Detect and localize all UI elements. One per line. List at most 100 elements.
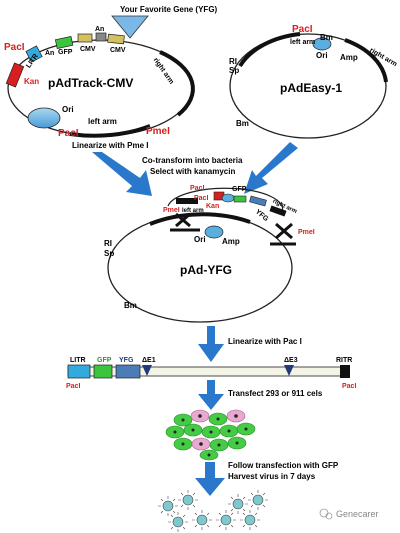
amp-label-3: Amp [222,237,240,246]
virus-particle [158,496,178,516]
an-label-1: An [45,50,54,57]
pme-i-right-label: PmeI [298,229,315,236]
ori-ellipse-2 [312,37,332,51]
plasmid2-right-arm [344,38,388,83]
watermark: Genecarer [319,508,379,520]
virus-particle [248,490,268,510]
left-arm-label-1: left arm [88,117,117,126]
virus-particle [178,490,198,510]
pac-i-label-2: PacI [292,24,313,35]
gfp-box1 [54,36,74,49]
litr-label: LITR [25,53,40,70]
sp-label-3: Sp [104,249,114,258]
bm-label-bottom: Bm [236,119,249,128]
ritr-label-linear: RITR [336,357,352,364]
step-select-kanamycin: Select with kanamycin [150,167,235,176]
plasmid3-top-arm [149,212,251,226]
watermark-text: Genecarer [336,509,379,519]
plasmid1-left-arm [69,124,151,138]
arrow-down-1 [198,326,224,362]
pac-i-linear-left: PacI [66,383,80,390]
pac-i-label-3b: PacI [194,195,208,202]
left-arm-label-2: left arm [290,39,315,46]
arrow-left-converge [92,152,152,196]
yfg-label-linear: YFG [119,357,134,364]
virus-particle [240,510,260,530]
litr-box [25,45,43,63]
insert-right-arm [269,205,287,217]
watermark-icon [319,508,329,518]
kan-label: Kan [24,77,39,86]
cell-cluster [165,409,256,461]
virus-particle [192,510,212,530]
ori-ellipse-1 [27,107,61,129]
step-transfect: Transfect 293 or 911 cels [228,389,323,398]
pac-i-linear-right: PacI [342,383,356,390]
bm-label-top: Bm [320,33,333,42]
an-box2 [95,32,107,42]
step-linearize-pme: Linearize with Pme I [72,141,148,150]
delta-e1-marker [142,365,152,376]
cell-nuclei [173,414,248,457]
right-arm-label-1: right arm [152,57,175,86]
step-follow-gfp: Follow transfection with GFP [228,461,339,470]
yfg-box-3 [249,195,267,207]
ri-label-3: RI [104,239,112,248]
cmv-box1 [77,33,93,43]
step-cotransform: Co-transform into bacteria [142,156,243,165]
insert-left-arm [176,198,198,204]
arrow-right-converge [244,142,298,194]
plasmid3-name: pAd-YFG [180,263,232,277]
amp-label-2: Amp [340,53,358,62]
gene-title: Your Favorite Gene (YFG) [120,5,218,14]
gfp-label-1: GFP [58,49,73,56]
plasmid1-name: pAdTrack-CMV [48,76,133,90]
gfp-label-3: GFP [232,186,247,193]
crossover-left [170,212,200,232]
kan-box [5,62,25,88]
litr-box-linear [67,364,91,379]
ritr-box-linear [340,365,350,378]
ori-label-1: Ori [62,105,74,114]
plasmid-padeasy-1: PacI left arm Bm RI Sp Ori Amp right arm… [229,24,398,139]
ori-small-3 [221,193,235,203]
ri-label-2: RI [229,57,237,66]
step-harvest-virus: Harvest virus in 7 days [228,472,316,481]
ori-label-3: Ori [194,235,206,244]
an-label-2: An [95,26,104,33]
ori-label-2: Ori [316,51,328,60]
pac-i-label-3a: PacI [190,185,204,192]
gfp-box-3 [233,195,247,203]
plasmid2-name: pAdEasy-1 [280,81,342,95]
cmv-label-1: CMV [80,46,96,53]
arrow-down-2 [198,380,224,410]
cmv-box2 [107,33,125,45]
delta-e3-marker [284,365,294,376]
cmv-label-2: CMV [110,47,126,54]
gfp-label-linear: GFP [97,357,112,364]
plasmid-pad-yfg: PmeI PacI PacI left arm Kan GFP YFG righ… [104,185,315,323]
gene-insert-wedge [111,15,149,39]
sp-label-2: Sp [229,66,239,75]
plasmid-padtrack-cmv: Your Favorite Gene (YFG) PacI LITR An GF… [4,5,218,150]
pac-i-bottom-label: PacI [58,128,79,139]
kan-label-3: Kan [206,203,219,210]
pme-i-left-label: PmeI [163,207,180,214]
plasmid2-circle [229,33,387,139]
virus-particle [228,494,248,514]
watermark-icon-2 [325,512,333,520]
yfg-label-3: YFG [254,208,270,223]
virus-particles [158,490,268,532]
yfg-box-linear [115,364,141,379]
arrow-down-3 [195,462,225,496]
crossover-right [270,222,296,246]
insert-cassette-arc [167,187,284,213]
litr-label-linear: LITR [70,357,86,364]
virus-particle [168,512,188,532]
e3-label: ΔE3 [284,357,298,364]
linear-construct: LITR GFP YFG ΔE1 ΔE3 RITR PacI PacI [66,357,356,390]
gfp-box-linear [93,364,113,379]
virus-particle [216,510,236,530]
